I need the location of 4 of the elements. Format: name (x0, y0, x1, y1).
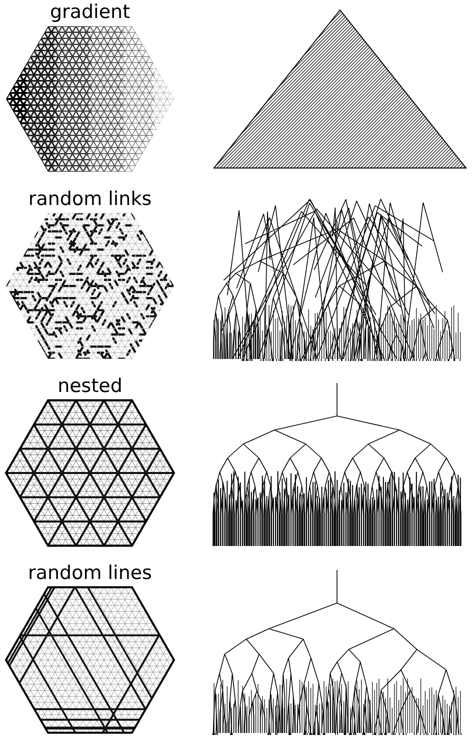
panel-title: random links (28, 188, 152, 210)
panel-title: random lines (28, 562, 152, 584)
panel-title: nested (58, 375, 122, 397)
panel-title: gradient (50, 1, 130, 23)
